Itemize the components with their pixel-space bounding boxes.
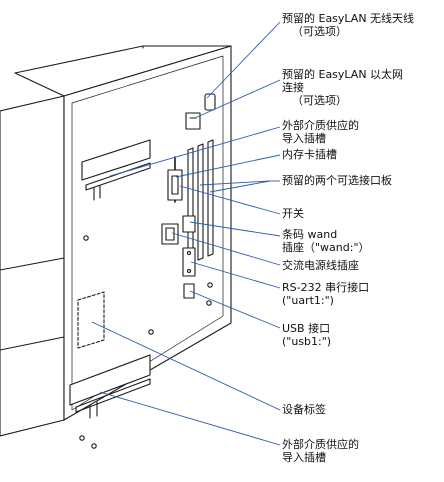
- label-media-upper-line1: 外部介质供应的: [282, 119, 359, 132]
- printer-rear-panel: [63, 45, 232, 421]
- leader-memory-card: [175, 154, 281, 178]
- label-ethernet: 预留的 EasyLAN 以太网 连接 （可选项）: [282, 68, 403, 107]
- label-media-upper-line2: 导入插槽: [282, 132, 326, 145]
- label-device-label: 设备标签: [282, 403, 326, 416]
- label-rs232-line1: RS-232 串行接口: [282, 281, 370, 294]
- label-barcode-wand-line2: 插座（"wand:"）: [282, 241, 370, 254]
- label-power-switch: 开关: [282, 207, 304, 220]
- label-ethernet-line3: （可选项）: [292, 94, 347, 107]
- label-wireless-line2: （可选项）: [292, 25, 347, 38]
- leader-wand: [189, 221, 281, 237]
- label-media-lower-line2: 导入插槽: [282, 451, 326, 464]
- option-board-slots: [187, 139, 214, 265]
- printer-left-face: [0, 95, 65, 437]
- label-media-lower-line1: 外部介质供应的: [282, 438, 359, 451]
- label-ethernet-line1: 预留的 EasyLAN 以太网: [282, 68, 404, 81]
- leader-wireless: [206, 21, 281, 99]
- device-label-area: [77, 291, 105, 349]
- label-wireless-line1: 预留的 EasyLAN 无线天线: [282, 12, 415, 25]
- label-ac-power-line1: 交流电源线插座: [282, 259, 359, 272]
- label-barcode-wand: 条码 wand 插座（"wand:"）: [282, 228, 370, 254]
- leader-ethernet: [194, 79, 281, 119]
- label-rs232: RS-232 串行接口 ("uart1:"): [282, 281, 369, 307]
- label-ac-power: 交流电源线插座: [282, 259, 359, 272]
- label-power-switch-line1: 开关: [282, 207, 304, 220]
- label-media-lower: 外部介质供应的 导入插槽: [282, 438, 359, 464]
- leader-media-upper: [109, 126, 281, 177]
- leader-ac-power: [171, 232, 281, 266]
- label-option-boards-line1: 预留的两个可选接口板: [282, 174, 392, 187]
- label-ethernet-line2: 连接: [282, 81, 304, 94]
- power-switch-art: [167, 169, 183, 201]
- label-barcode-wand-line1: 条码 wand: [282, 228, 338, 241]
- leader-media-lower: [99, 391, 281, 446]
- leader-option-board-1: [199, 180, 271, 186]
- leader-rs232: [190, 261, 281, 289]
- lower-media-slot: [69, 354, 151, 419]
- label-usb: USB 接口 ("usb1:"): [282, 322, 331, 348]
- leader-usb: [189, 290, 281, 329]
- leader-power-switch: [179, 185, 281, 215]
- leader-option-board-2: [209, 180, 271, 193]
- label-usb-line1: USB 接口: [282, 322, 331, 335]
- label-option-boards: 预留的两个可选接口板: [282, 174, 392, 187]
- label-media-upper: 外部介质供应的 导入插槽: [282, 119, 359, 145]
- label-wireless: 预留的 EasyLAN 无线天线 （可选项）: [282, 12, 414, 38]
- label-memory-card: 内存卡插槽: [282, 148, 337, 161]
- leader-device-label: [91, 321, 281, 411]
- label-device-label-line1: 设备标签: [282, 403, 326, 416]
- label-rs232-line2: ("uart1:"): [282, 294, 334, 307]
- label-usb-line2: ("usb1:"): [282, 335, 332, 348]
- label-memory-card-line1: 内存卡插槽: [282, 148, 337, 161]
